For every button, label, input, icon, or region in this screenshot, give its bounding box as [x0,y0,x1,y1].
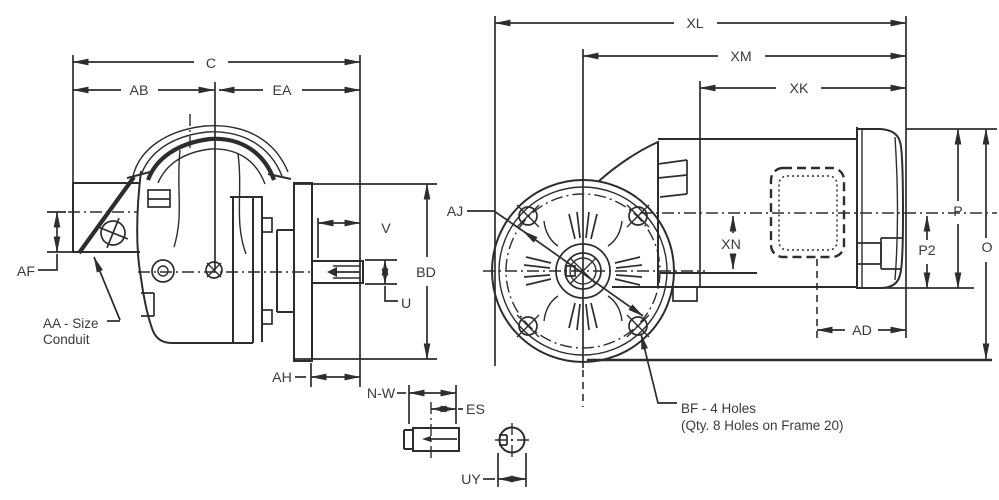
shaft [312,260,364,284]
dim-label-ah: AH [272,370,292,386]
aa-conduit-note-line2: Conduit [43,332,90,347]
annotation-texts: AA - Size Conduit BF - 4 Holes (Qty. 8 H… [43,316,844,433]
aa-conduit-note-line1: AA - Size [43,316,99,331]
dim-label-xm: XM [730,49,751,65]
shaft-key-detail [403,427,460,452]
dim-label-v: V [381,221,391,237]
conduit-cover-plate [77,175,136,255]
front-view-dimensions [467,16,997,404]
rear-endbell [856,127,905,289]
dim-label-es: ES [466,402,485,418]
dim-label-af: AF [17,264,35,280]
motor-side-profile [582,127,997,407]
dim-label-c: C [206,56,216,72]
dim-label-xk: XK [790,81,809,97]
dim-label-o: O [981,240,992,256]
bf-holes-note-line2: (Qty. 8 Holes on Frame 20) [681,418,844,433]
side-view-linework [68,114,364,362]
conduit-box [72,175,140,255]
dim-label-uy: UY [461,472,481,488]
dimension-labels: C AB EA AF V BD U AH N-W ES UY XL XM XK … [17,16,993,488]
bolt-hole-icon [516,204,650,338]
dim-label-aj: AJ [447,204,464,220]
front-face-view [483,179,705,363]
dim-label-ea: EA [273,83,292,99]
bf-holes-note-line1: BF - 4 Holes [681,401,756,416]
dim-label-ad: AD [852,323,872,339]
dim-label-p2: P2 [918,243,935,259]
lead-bracket [657,159,688,198]
dim-label-xn: XN [721,237,741,253]
dim-label-p: P [953,204,962,220]
dim-label-nw: N-W [367,386,396,402]
dim-label-u: U [401,296,411,312]
plug-icon [151,259,175,283]
shaft-section-detail [495,423,530,457]
conduit-hole-icon [97,217,129,249]
side-view-dimensions [38,55,527,487]
center-screw-icon [205,261,223,279]
dim-label-bd: BD [416,265,436,281]
dim-label-ab: AB [130,83,149,99]
dim-label-xl: XL [686,16,703,32]
